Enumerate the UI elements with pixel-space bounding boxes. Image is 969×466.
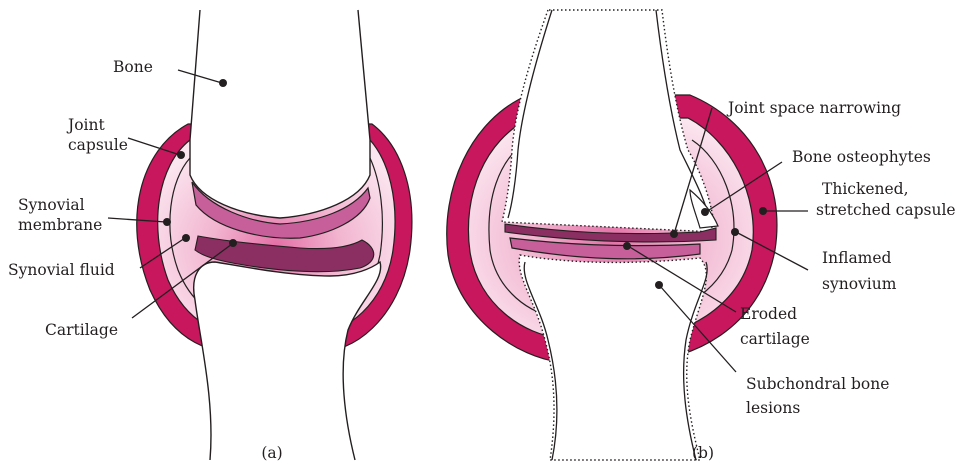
label-joint-space-narrowing: Joint space narrowing — [726, 99, 901, 117]
dot-bone-osteophytes — [701, 208, 709, 216]
label-subchondral-2: lesions — [746, 399, 800, 417]
label-synovial-membrane-1: Synovial — [18, 196, 85, 214]
dot-cartilage — [229, 239, 237, 247]
lower-bone-a — [194, 262, 381, 460]
label-joint-capsule-1: Joint — [66, 116, 105, 134]
label-inflamed-synovium-1: Inflamed — [822, 249, 892, 267]
label-cartilage: Cartilage — [45, 321, 118, 339]
label-subchondral-1: Subchondral bone — [746, 375, 889, 393]
label-thickened-capsule-1: Thickened, — [822, 180, 909, 198]
upper-bone-a — [190, 10, 370, 218]
panel-a-healthy-joint — [137, 10, 412, 460]
label-synovial-membrane-2: membrane — [18, 216, 102, 234]
dot-joint-capsule — [177, 151, 185, 159]
caption-a: (a) — [261, 444, 282, 462]
dot-bone — [219, 79, 227, 87]
dot-subchondral — [655, 281, 663, 289]
dot-eroded-cartilage — [623, 242, 631, 250]
label-inflamed-synovium-2: synovium — [822, 275, 897, 293]
label-thickened-capsule-2: stretched capsule — [816, 201, 956, 219]
dot-synovial-fluid — [182, 234, 190, 242]
caption-b: (b) — [692, 444, 714, 462]
dot-inflamed-synovium — [731, 228, 739, 236]
label-eroded-cartilage-1: Eroded — [740, 305, 797, 323]
label-joint-capsule-2: capsule — [68, 136, 128, 154]
label-synovial-fluid: Synovial fluid — [8, 261, 115, 279]
dot-thickened-capsule — [759, 207, 767, 215]
label-bone: Bone — [113, 58, 153, 76]
label-bone-osteophytes: Bone osteophytes — [792, 148, 931, 166]
dot-synovial-membrane — [163, 218, 171, 226]
panel-b-oa-joint — [447, 10, 777, 460]
label-eroded-cartilage-2: cartilage — [740, 330, 810, 348]
dot-joint-space-narrowing — [670, 230, 678, 238]
